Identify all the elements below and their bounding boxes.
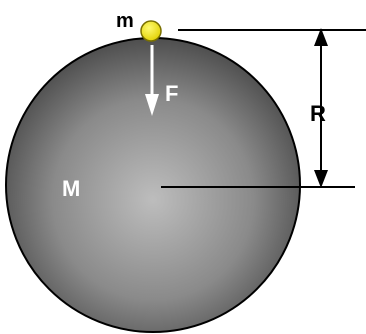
radius-label: R — [310, 101, 326, 126]
radius-arrowhead-bottom — [314, 170, 328, 188]
large-mass-label: M — [62, 176, 80, 201]
radius-arrowhead-top — [314, 28, 328, 46]
force-arrowhead — [145, 94, 159, 116]
force-label: F — [165, 81, 178, 106]
small-mass-label: m — [116, 10, 134, 32]
small-mass-ball — [140, 20, 162, 42]
